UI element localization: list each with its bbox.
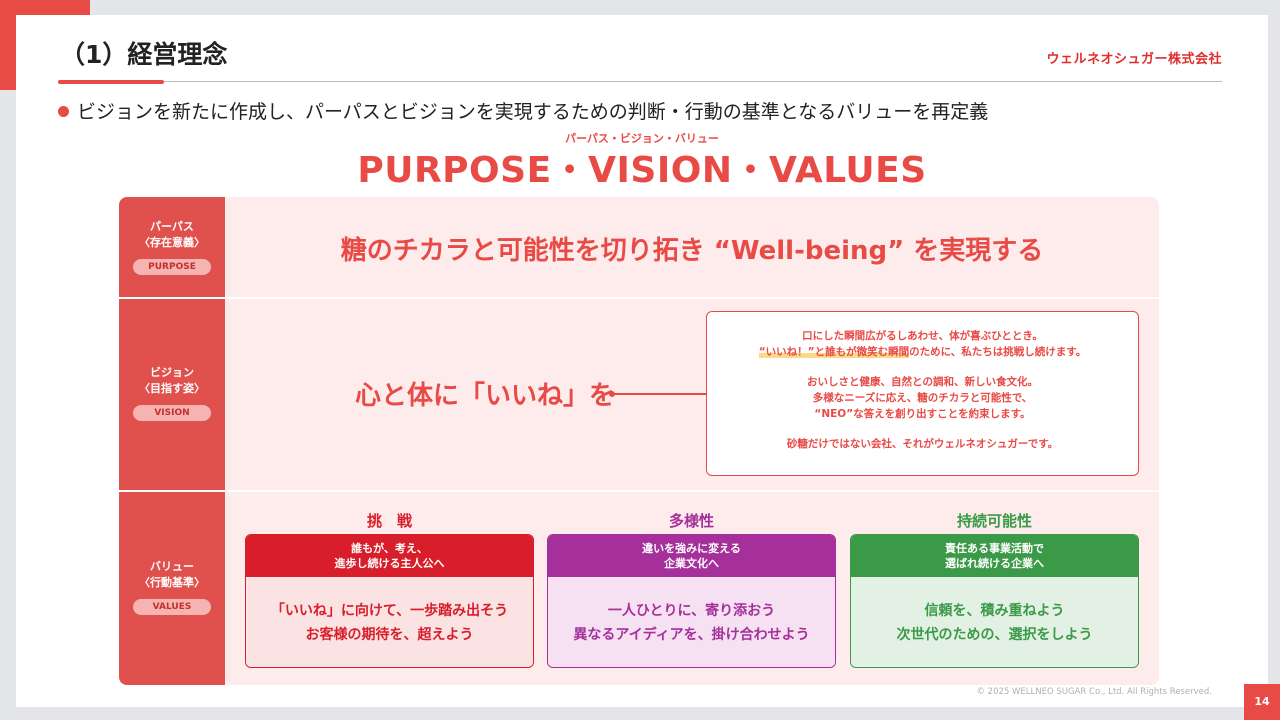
values-pill: VALUES [133, 599, 211, 615]
hero-title: PURPOSE・VISION・VALUES [357, 150, 927, 191]
value-band-line: 企業文化へ [664, 557, 719, 570]
values-label-sub: 〈行動基準〉 [139, 576, 205, 589]
purpose-pill: PURPOSE [133, 259, 211, 275]
row-divider [119, 490, 1159, 492]
title-underline [58, 80, 164, 84]
vision-desc-line: 多様なニーズに応え、糖のチカラと可能性で、 [812, 392, 1033, 404]
hero-ruby: パーパス・ビジョン・バリュー [565, 132, 719, 145]
vision-label-title: ビジョン [150, 366, 194, 379]
value-band-line: 誰もが、考え、 [351, 542, 428, 555]
summary-bullet: ビジョンを新たに作成し、パーパスとビジョンを実現するための判断・行動の基準となる… [58, 97, 988, 124]
value-card-diversity: 違いを強みに変える 企業文化へ 一人ひとりに、寄り添おう 異なるアイディアを、掛… [547, 534, 836, 668]
vision-connector-line [609, 391, 706, 397]
values-label: バリュー 〈行動基準〉 VALUES [119, 559, 225, 615]
vision-description-box: 口にした瞬間広がるしあわせ、体が喜ぶひととき。 “いいね！”と誰もが微笑む瞬間の… [706, 311, 1139, 476]
vision-desc-line: おいしさと健康、自然との調和、新しい食文化。 [807, 376, 1038, 388]
title-rule [164, 81, 1222, 82]
value-band-line: 違いを強みに変える [642, 542, 741, 555]
value-band: 責任ある事業活動で 選ばれ続ける企業へ [851, 535, 1138, 577]
bullet-dot-icon [58, 106, 69, 117]
vision-label-sub: 〈目指す姿〉 [139, 382, 205, 395]
vision-desc-rest: のために、私たちは挑戦し続けます。 [909, 346, 1087, 358]
vision-desc-highlight: “いいね！”と誰もが微笑む瞬間 [758, 346, 910, 358]
value-heading-diversity: 多様性 [668, 512, 714, 530]
value-band-line: 責任ある事業活動で [945, 542, 1044, 555]
value-body-line: 次世代のための、選択をしよう [896, 627, 1093, 643]
purpose-label: パーパス 〈存在意義〉 PURPOSE [119, 219, 225, 275]
page-title: （1）経営理念 [60, 40, 228, 69]
value-body-line: 一人ひとりに、寄り添おう [607, 603, 776, 619]
vision-desc-line: 口にした瞬間広がるしあわせ、体が喜ぶひととき。 [802, 330, 1043, 342]
value-band: 誰もが、考え、 進歩し続ける主人公へ [246, 535, 533, 577]
value-band: 違いを強みに変える 企業文化へ [548, 535, 835, 577]
purpose-label-title: パーパス [150, 220, 194, 233]
value-body-line: 「いいね」に向けて、一歩踏み出そう [270, 603, 509, 619]
value-card-challenge: 誰もが、考え、 進歩し続ける主人公へ 「いいね」に向けて、一歩踏み出そう お客様… [245, 534, 534, 668]
vision-statement: 心と体に「いいね」を [355, 381, 616, 411]
value-band-line: 選ばれ続ける企業へ [945, 557, 1044, 570]
values-label-title: バリュー [150, 560, 194, 573]
vision-desc-line: “いいね！”と誰もが微笑む瞬間のために、私たちは挑戦し続けます。 [713, 344, 1132, 360]
value-heading-challenge: 挑 戦 [366, 512, 412, 530]
vision-desc-line: “NEO”な答えを創り出すことを約束します。 [814, 408, 1031, 420]
philosophy-table: パーパス 〈存在意義〉 PURPOSE ビジョン 〈目指す姿〉 VISION バ… [119, 197, 1159, 685]
purpose-label-sub: 〈存在意義〉 [139, 236, 205, 249]
vision-label: ビジョン 〈目指す姿〉 VISION [119, 365, 225, 421]
value-body: 信頼を、積み重ねよう 次世代のための、選択をしよう [851, 577, 1138, 667]
vision-desc-line: 砂糖だけではない会社、それがウェルネオシュガーです。 [786, 438, 1059, 450]
value-body: 「いいね」に向けて、一歩踏み出そう お客様の期待を、超えよう [246, 577, 533, 667]
purpose-statement: 糖のチカラと可能性を切り拓き “Well-being” を実現する [340, 236, 1044, 266]
value-body-line: お客様の期待を、超えよう [305, 627, 474, 643]
value-body-line: 信頼を、積み重ねよう [924, 603, 1065, 619]
copyright: © 2025 WELLNEO SUGAR Co., Ltd. All Right… [976, 687, 1212, 697]
value-band-line: 進歩し続ける主人公へ [334, 557, 445, 570]
summary-text: ビジョンを新たに作成し、パーパスとビジョンを実現するための判断・行動の基準となる… [77, 101, 989, 123]
value-body: 一人ひとりに、寄り添おう 異なるアイディアを、掛け合わせよう [548, 577, 835, 667]
company-logo-text: ウェルネオシュガー株式会社 [1046, 52, 1222, 67]
value-card-sustainability: 責任ある事業活動で 選ばれ続ける企業へ 信頼を、積み重ねよう 次世代のための、選… [850, 534, 1139, 668]
value-heading-sustainability: 持続可能性 [956, 512, 1032, 530]
row-divider [119, 297, 1159, 299]
slide: （1）経営理念 ウェルネオシュガー株式会社 ビジョンを新たに作成し、パーパスとビ… [16, 15, 1268, 707]
vision-pill: VISION [133, 405, 211, 421]
page-number: 14 [1244, 684, 1280, 720]
value-body-line: 異なるアイディアを、掛け合わせよう [573, 627, 810, 643]
